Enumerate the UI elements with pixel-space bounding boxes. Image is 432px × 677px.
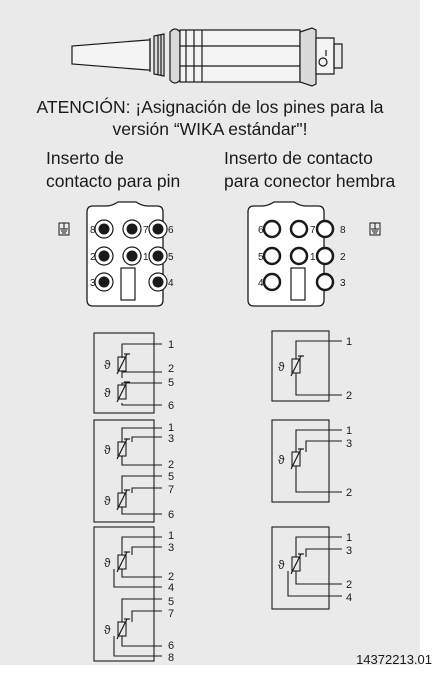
pin-number: 1 xyxy=(310,252,316,263)
theta-icon: ϑ xyxy=(104,556,111,570)
wire-label: 5 xyxy=(168,377,174,389)
pin-insert-label-line-1: Inserto de xyxy=(46,148,124,168)
wire-label: 8 xyxy=(168,652,174,664)
pin-assignment-warning: ATENCIÓN: ¡Asignación de los pines para … xyxy=(0,96,420,140)
left-wire-labels: 1 2 5 6 1 3 2 5 7 6 1 3 2 4 5 7 6 8 xyxy=(168,339,174,664)
left-circuit-3-thermo: ϑ ϑ xyxy=(104,551,131,640)
pin-insert-label: Inserto de contacto para pin xyxy=(46,147,180,193)
diagram-panel: 8 7 6 2 1 5 3 4 6 7 8 5 1 2 4 3 xyxy=(0,0,420,665)
pin-number: 2 xyxy=(340,252,346,263)
left-circuit-2 xyxy=(93,419,162,523)
wire-label: 5 xyxy=(168,596,174,608)
wire-label: 1 xyxy=(346,532,352,544)
theta-icon: ϑ xyxy=(104,358,111,372)
pin-number: 5 xyxy=(258,252,264,263)
socket-insert-label: Inserto de contacto para conector hembra xyxy=(224,147,395,193)
pin-number: 6 xyxy=(258,225,264,236)
wire-label: 7 xyxy=(168,608,174,620)
wire-label: 6 xyxy=(168,400,174,412)
wire-label: 2 xyxy=(346,390,352,402)
pin-insert-label-line-2: contacto para pin xyxy=(46,171,181,191)
right-circuit-2 xyxy=(271,419,342,503)
left-circuit-3 xyxy=(93,526,162,662)
pin-number: 7 xyxy=(143,225,149,236)
wire-label: 7 xyxy=(168,484,174,496)
theta-icon: ϑ xyxy=(104,494,111,508)
wire-label: 3 xyxy=(168,433,174,445)
theta-icon: ϑ xyxy=(104,623,111,637)
left-circuit-1-thermo: ϑ ϑ xyxy=(104,353,131,403)
socket-insert-label-line-1: Inserto de contacto xyxy=(224,148,373,168)
theta-icon: ϑ xyxy=(104,386,111,400)
wire-label: 6 xyxy=(168,509,174,521)
wire-label: 2 xyxy=(346,487,352,499)
ground-icon-left xyxy=(58,222,70,236)
pin-number: 3 xyxy=(340,278,346,289)
wire-label: 2 xyxy=(168,571,174,583)
right-circuit-1 xyxy=(271,330,342,402)
left-circuit-2-thermo: ϑ ϑ xyxy=(104,438,131,511)
pin-number: 8 xyxy=(340,225,346,236)
drawing-code: 14372213.01 xyxy=(356,652,432,667)
pin-number: 5 xyxy=(168,252,174,263)
pin-number: 4 xyxy=(168,278,174,289)
socket-insert-label-line-2: para conector hembra xyxy=(224,171,396,191)
wire-label: 3 xyxy=(346,545,352,557)
wire-label: 1 xyxy=(168,339,174,351)
wire-label: 2 xyxy=(168,459,174,471)
socket-insert-numbers: 6 7 8 5 1 2 4 3 xyxy=(258,225,346,289)
wire-label: 3 xyxy=(346,438,352,450)
wire-label: 1 xyxy=(346,336,352,348)
socket-insert-face xyxy=(247,201,335,307)
wire-label: 1 xyxy=(346,425,352,437)
warning-line-2: versión “WIKA estándar"! xyxy=(112,119,308,139)
wiring-diagram: 8 7 6 2 1 5 3 4 6 7 8 5 1 2 4 3 xyxy=(58,27,381,664)
right-wire-labels: 1 2 1 3 2 1 3 2 4 xyxy=(346,336,352,604)
pin-number: 6 xyxy=(168,225,174,236)
theta-icon: ϑ xyxy=(278,360,285,374)
wire-label: 1 xyxy=(168,530,174,542)
right-circuit-thermo: ϑ ϑ ϑ xyxy=(278,355,305,575)
theta-icon: ϑ xyxy=(278,558,285,572)
pin-number: 7 xyxy=(310,225,316,236)
ground-icon-right xyxy=(369,222,381,236)
pin-insert-face xyxy=(86,201,168,307)
wire-label: 4 xyxy=(168,582,174,594)
wire-label: 6 xyxy=(168,640,174,652)
pin-number: 8 xyxy=(90,225,96,236)
wire-label: 4 xyxy=(346,592,352,604)
warning-line-1: ATENCIÓN: ¡Asignación de los pines para … xyxy=(36,97,384,117)
right-circuit-3 xyxy=(271,526,342,610)
connector-drawing xyxy=(71,27,343,87)
wire-label: 1 xyxy=(168,422,174,434)
pin-insert-numbers: 8 7 6 2 1 5 3 4 xyxy=(90,225,174,289)
pin-number: 2 xyxy=(90,252,96,263)
wire-label: 2 xyxy=(168,363,174,375)
pin-number: 4 xyxy=(258,278,264,289)
wire-label: 2 xyxy=(346,579,352,591)
pin-number: 1 xyxy=(143,252,149,263)
pin-number: 3 xyxy=(90,278,96,289)
wire-label: 5 xyxy=(168,471,174,483)
wire-label: 3 xyxy=(168,542,174,554)
theta-icon: ϑ xyxy=(278,453,285,467)
left-circuit-1 xyxy=(93,332,162,414)
theta-icon: ϑ xyxy=(104,443,111,457)
